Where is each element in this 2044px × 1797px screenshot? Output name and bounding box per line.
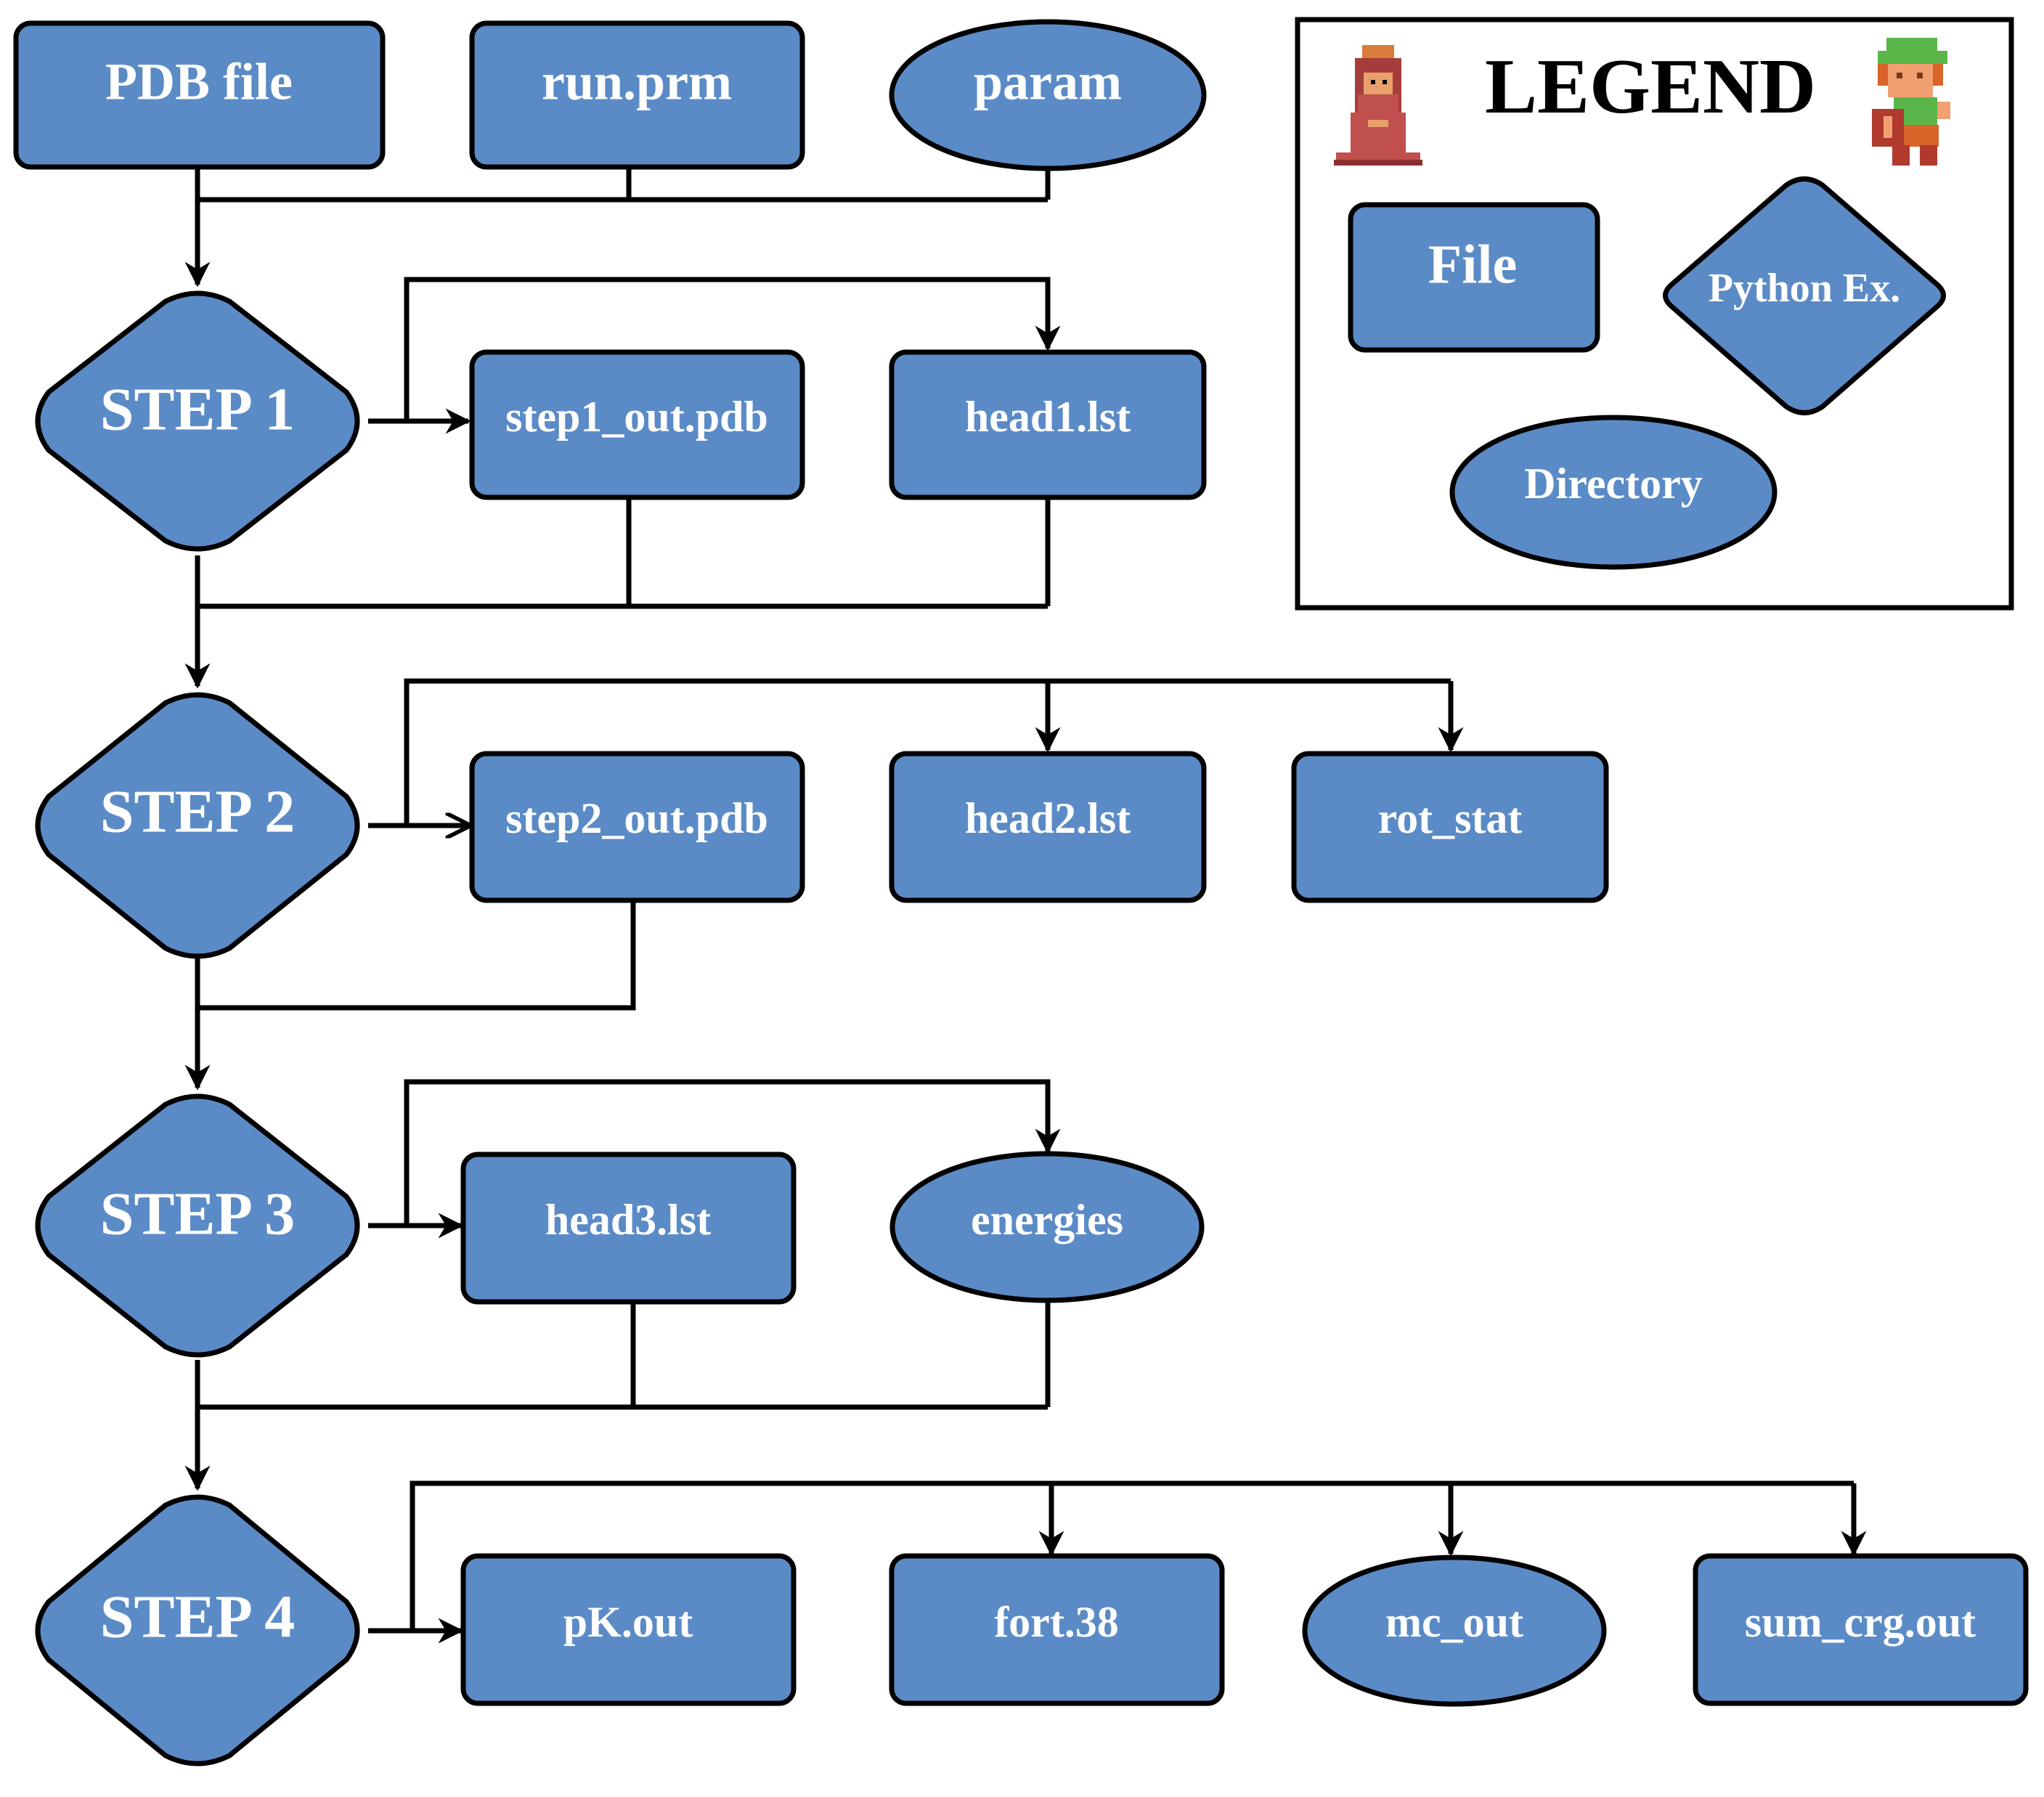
connectors xyxy=(184,167,1867,1644)
param-label: param xyxy=(974,53,1122,111)
merge-step2-outputs xyxy=(195,900,636,1011)
legend-file-swatch: File xyxy=(1348,202,1600,353)
fort38-label: fort.38 xyxy=(994,1598,1119,1646)
branch-step2-to-head2-rot xyxy=(404,678,1451,826)
legend-title: LEGEND xyxy=(1485,44,1816,130)
step1-diamond: STEP 1 xyxy=(35,290,360,552)
pk-out-label: pK.out xyxy=(563,1598,693,1646)
legend: LEGEND File Python Ex. xyxy=(1295,17,2014,611)
output-head3: head3.lst xyxy=(460,1152,797,1305)
step3-diamond: STEP 3 xyxy=(35,1093,360,1358)
branch-step4-outputs xyxy=(410,1480,1854,1631)
rot-stat-label: rot_stat xyxy=(1378,794,1523,842)
output-fort38: fort.38 xyxy=(889,1553,1225,1706)
step3-label: STEP 3 xyxy=(100,1180,295,1247)
legend-directory-label: Directory xyxy=(1524,460,1702,508)
pdb-file-label: PDB file xyxy=(105,53,293,111)
step4-diamond: STEP 4 xyxy=(35,1494,360,1767)
output-sum-crg: sum_crg.out xyxy=(1693,1553,2029,1706)
input-param: param xyxy=(889,19,1207,171)
inputs-merge-line xyxy=(195,167,1051,203)
output-rot-stat: rot_stat xyxy=(1291,751,1609,903)
output-pk-out: pK.out xyxy=(460,1553,797,1706)
merge-step3-outputs xyxy=(195,1302,1051,1410)
mc-out-label: mc_out xyxy=(1385,1598,1523,1646)
output-step1-out: step1_out.pdb xyxy=(469,349,805,500)
branch-step1-to-head1 xyxy=(404,277,1061,421)
legend-file-label: File xyxy=(1428,234,1517,295)
branch-step3-to-energies xyxy=(404,1079,1061,1226)
output-head2: head2.lst xyxy=(889,751,1207,903)
step1-out-label: step1_out.pdb xyxy=(505,393,768,441)
run-prm-label: run.prm xyxy=(542,53,732,111)
step2-out-label: step2_out.pdb xyxy=(505,794,768,842)
output-mc-out: mc_out xyxy=(1302,1554,1607,1707)
input-pdb-file: PDB file xyxy=(13,20,386,170)
step2-label: STEP 2 xyxy=(100,778,295,845)
step4-label: STEP 4 xyxy=(100,1583,295,1650)
legend-directory-swatch: Directory xyxy=(1449,415,1778,570)
step2-diamond: STEP 2 xyxy=(35,692,360,959)
output-energies: energies xyxy=(889,1151,1205,1303)
hero-sprite-icon xyxy=(1872,38,1950,166)
head3-label: head3.lst xyxy=(545,1196,711,1244)
step1-label: STEP 1 xyxy=(100,375,295,443)
legend-python-label: Python Ex. xyxy=(1709,266,1901,311)
energies-label: energies xyxy=(971,1196,1123,1244)
princess-sprite-icon xyxy=(1334,45,1422,166)
input-run-prm: run.prm xyxy=(469,20,805,170)
output-step2-out: step2_out.pdb xyxy=(469,751,805,903)
head1-label: head1.lst xyxy=(965,393,1131,441)
merge-step1-outputs xyxy=(195,497,1051,609)
legend-python-swatch: Python Ex. xyxy=(1663,176,1946,415)
output-head1: head1.lst xyxy=(889,349,1207,500)
head2-label: head2.lst xyxy=(965,794,1131,842)
sum-crg-label: sum_crg.out xyxy=(1745,1598,1976,1646)
